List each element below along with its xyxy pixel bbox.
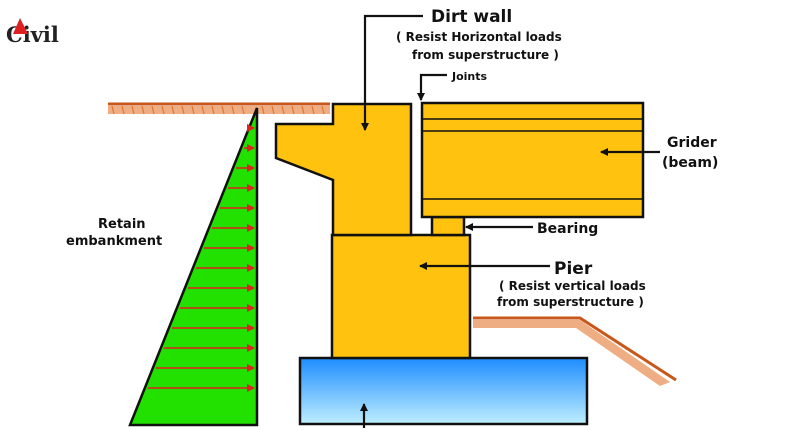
bearing-label: Bearing (537, 221, 598, 237)
dirt-wall-arrow (361, 14, 423, 131)
dirt-wall-label: Dirt wall (431, 7, 512, 27)
red-triangle-icon (13, 18, 28, 34)
pier-note-line1: ( Resist vertical loads (499, 279, 646, 293)
dirt-wall-note-line2: from superstructure ) (412, 48, 559, 62)
right-ground (473, 316, 677, 386)
girder-label-line1: Grider (667, 135, 717, 151)
joints-label: Joints (451, 70, 488, 83)
girder-beam (420, 101, 645, 219)
pier-note-line2: from superstructure ) (497, 295, 644, 309)
footing (298, 356, 589, 426)
dirt-wall-note-line1: ( Resist Horizontal loads (396, 30, 562, 44)
annotation-arrows (360, 14, 660, 428)
retain-label-line2: embankment (66, 234, 162, 249)
logo-text: Civil (6, 22, 59, 47)
pier-label: Pier (554, 259, 593, 279)
pressure-arrows (147, 124, 255, 392)
earth-pressure-diagram (128, 107, 259, 427)
girder-label-line2: (beam) (662, 155, 718, 171)
joints-arrow (417, 73, 447, 101)
bearing-block (430, 215, 466, 237)
pier-body (330, 233, 472, 360)
abutment-dirt-wall (274, 102, 413, 237)
left-ground (108, 102, 330, 115)
embankment-pressure-triangle (128, 107, 259, 427)
retain-label-line1: Retain (98, 217, 146, 232)
civil-logo: Civil (6, 18, 59, 47)
